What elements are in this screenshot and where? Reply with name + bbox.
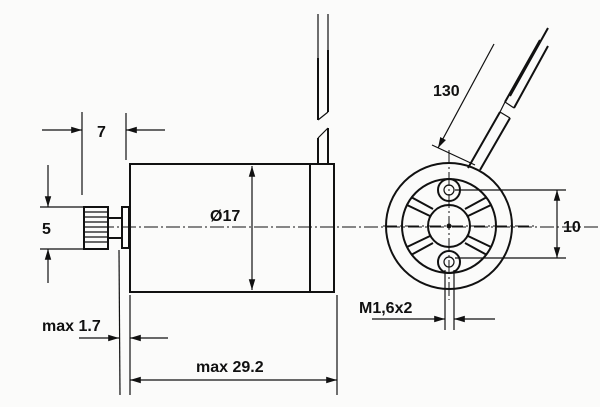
- dim-7-label: 7: [97, 124, 106, 141]
- knurl-lines: [85, 211, 107, 243]
- motor-body: [129, 163, 335, 293]
- side-view: 7 5 Ø17 max 1.7 max 29.2: [40, 14, 600, 396]
- knurled-knob: [83, 206, 109, 250]
- dim-max-1-7-label: max 1.7: [42, 318, 101, 335]
- dim-diameter-label: Ø17: [210, 208, 240, 225]
- end-view: 130 10 M1,6x2: [359, 27, 581, 330]
- spokes: [406, 196, 492, 256]
- dim-max-29-2-label: max 29.2: [196, 359, 264, 376]
- dim-130-label: 130: [433, 83, 460, 100]
- dim-10-label: 10: [563, 219, 581, 236]
- shaft: [107, 217, 123, 239]
- wires-diagonal: [467, 27, 549, 171]
- dim-5-label: 5: [42, 221, 51, 238]
- dim-thread-label: M1,6x2: [359, 300, 412, 317]
- wire-top: [317, 14, 329, 164]
